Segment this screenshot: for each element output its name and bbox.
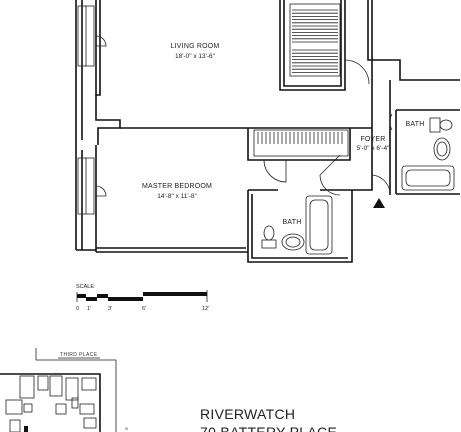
scale-title: SCALE:	[76, 284, 96, 290]
entry-marker	[373, 198, 385, 208]
site-key-map: THIRD PLACE ≡	[0, 348, 130, 432]
bath-fixtures	[261, 117, 455, 255]
bath-right-label: BATH	[406, 121, 425, 128]
scale-tick-3: 3'	[108, 306, 112, 312]
living-room-dims: 18'-0" x 13'-6"	[175, 53, 216, 60]
master-bedroom-label: MASTER BEDROOM	[142, 183, 212, 190]
doors	[263, 59, 393, 196]
scale-tick-12: 12'	[202, 306, 209, 312]
bath-label: BATH	[283, 219, 302, 226]
scale-tick-6: 6'	[142, 306, 146, 312]
walls	[75, 0, 460, 263]
foyer-dims: 5'-0" x 6'-4"	[357, 145, 390, 152]
windows	[77, 5, 107, 215]
master-bedroom-dims: 14'-8" x 11'-8"	[157, 193, 197, 200]
foyer-label: FOYER	[360, 136, 385, 143]
building-address: 70 BATTERY PLACE	[200, 424, 337, 432]
building-name: RIVERWATCH	[200, 406, 295, 422]
closets	[253, 3, 349, 157]
side-street-mark: ≡	[124, 427, 130, 430]
scale-bar: SCALE: 0 1' 3' 6' 12'	[76, 284, 209, 312]
scale-tick-1: 1'	[87, 306, 91, 312]
street-label: THIRD PLACE	[60, 352, 98, 358]
living-room-label: LIVING ROOM	[171, 43, 220, 50]
scale-tick-0: 0	[76, 306, 79, 312]
